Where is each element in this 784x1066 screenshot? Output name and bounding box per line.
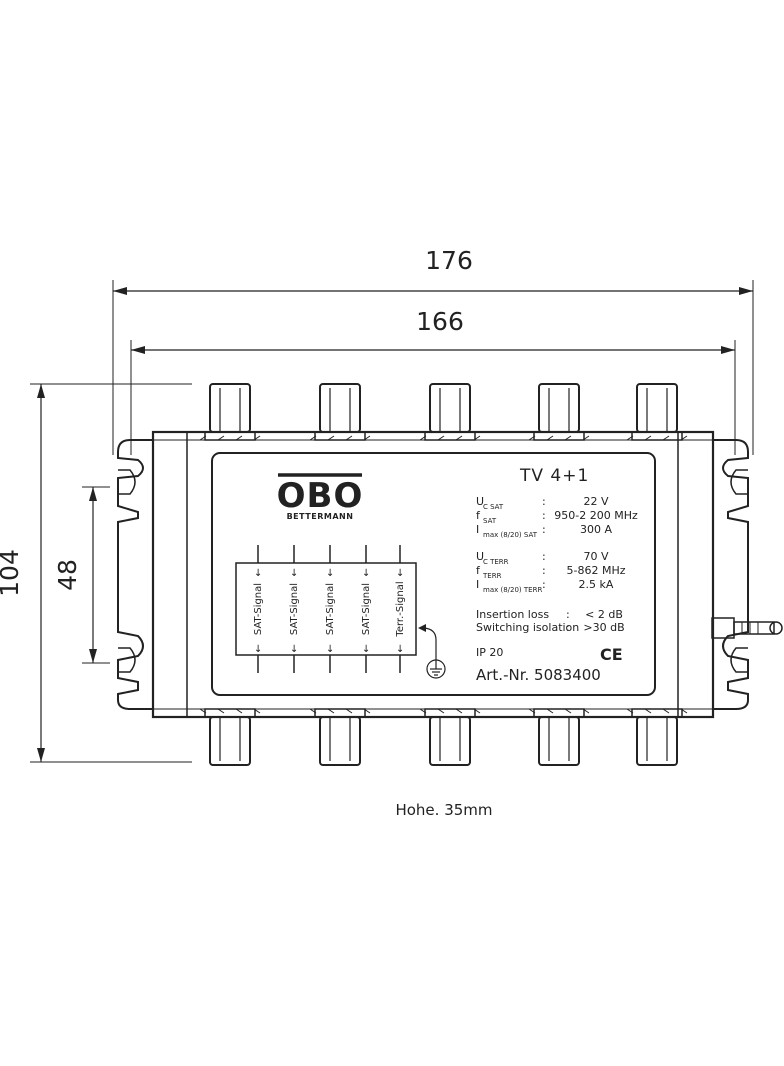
dimension-104: 104	[0, 383, 192, 763]
obo-logo: OBO BETTERMANN	[277, 473, 364, 521]
loss-value: < 2 dB	[585, 608, 623, 621]
signal-channels: ↓ ↓ SAT-Signal ↓ ↓ SAT-Signal ↓ ↓ SAT-Signal ↓ ↓ SA…	[253, 545, 406, 673]
arrow-down-icon: ↓	[254, 568, 262, 579]
arrow-down-icon: ↓	[396, 644, 404, 655]
spec-value: 300 A	[580, 523, 612, 536]
spec-symbol: f	[476, 564, 481, 577]
logo-brand: OBO	[277, 476, 364, 516]
signal-label: SAT-Signal	[289, 583, 300, 635]
spec-subscript: max (8/20) TERR	[483, 586, 542, 594]
f-connector-bottom	[309, 708, 371, 766]
f-connector-top	[528, 383, 590, 441]
f-connector-top	[309, 383, 371, 441]
dimension-166: 166	[130, 307, 736, 455]
signal-label: Terr.-Signal	[395, 581, 406, 637]
loss-row: Switching isolation: >30 dB	[476, 621, 625, 634]
ground-terminal	[711, 617, 783, 639]
spec-colon: :	[542, 523, 546, 536]
spec-symbol: U	[476, 550, 484, 563]
spec-subscript: TERR	[482, 572, 502, 580]
spec-colon: :	[542, 509, 546, 522]
dimension-104-label: 104	[0, 549, 24, 597]
spec-symbol: U	[476, 495, 484, 508]
f-connector-bottom	[419, 708, 481, 766]
arrow-down-icon: ↓	[254, 644, 262, 655]
spec-row: UC SAT: 22 V	[476, 495, 609, 511]
arrow-down-icon: ↓	[326, 568, 334, 579]
signal-channel: ↓ ↓ SAT-Signal	[253, 545, 264, 673]
arrow-down-icon: ↓	[362, 644, 370, 655]
f-connector-top	[626, 383, 688, 441]
spec-value: 950-2 200 MHz	[554, 509, 638, 522]
spec-row: UC TERR: 70 V	[476, 550, 609, 566]
loss-label: Switching isolation	[476, 621, 579, 634]
ip-rating: IP 20	[476, 646, 503, 659]
loss-colon: :	[566, 621, 570, 634]
spec-symbol: I	[476, 578, 479, 591]
f-connector-top	[419, 383, 481, 441]
spec-value: 22 V	[583, 495, 608, 508]
dimension-48-label: 48	[53, 559, 82, 591]
f-connector-bottom	[626, 708, 688, 766]
arrow-down-icon: ↓	[362, 568, 370, 579]
dimension-48: 48	[53, 486, 110, 664]
f-connector-bottom	[199, 708, 261, 766]
arrow-down-icon: ↓	[396, 568, 404, 579]
loss-colon: :	[566, 608, 570, 621]
spec-symbol: I	[476, 523, 479, 536]
spec-subscript: C TERR	[483, 558, 509, 566]
signal-block: ↓ ↓ SAT-Signal ↓ ↓ SAT-Signal ↓ ↓ SAT-Signal ↓ ↓ SA…	[235, 545, 446, 679]
spec-value: 2.5 kA	[579, 578, 614, 591]
spec-subscript: SAT	[483, 517, 497, 525]
loss-label: Insertion loss	[476, 608, 549, 621]
dimension-166-label: 166	[416, 307, 464, 336]
arrow-down-icon: ↓	[290, 644, 298, 655]
dimension-176: 176	[112, 246, 754, 455]
loss-value: >30 dB	[583, 621, 624, 634]
model-name: TV 4+1	[519, 466, 589, 486]
connectors-top	[199, 383, 688, 441]
spec-subscript: max (8/20) SAT	[483, 531, 538, 539]
connectors-bottom	[199, 708, 688, 766]
spec-symbol: f	[476, 509, 481, 522]
spec-value: 70 V	[583, 550, 608, 563]
spec-colon: :	[542, 550, 546, 563]
ce-mark: CE	[600, 645, 623, 664]
spec-colon: :	[542, 578, 546, 591]
spec-subscript: C SAT	[483, 503, 504, 511]
spec-colon: :	[542, 495, 546, 508]
signal-label: SAT-Signal	[325, 583, 336, 635]
signal-channel: ↓ ↓ SAT-Signal	[361, 545, 372, 673]
signal-label: SAT-Signal	[361, 583, 372, 635]
arrow-down-icon: ↓	[290, 568, 298, 579]
housing	[117, 430, 783, 719]
loss-row: Insertion loss: < 2 dB	[476, 608, 623, 621]
article-number: Art.-Nr. 5083400	[476, 666, 601, 684]
logo-sub: BETTERMANN	[287, 512, 354, 521]
arrow-down-icon: ↓	[326, 644, 334, 655]
dimension-176-label: 176	[425, 246, 473, 275]
spec-colon: :	[542, 564, 546, 577]
f-connector-bottom	[528, 708, 590, 766]
spec-value: 5-862 MHz	[567, 564, 626, 577]
signal-channel: ↓ ↓ SAT-Signal	[289, 545, 300, 673]
f-connector-top	[199, 383, 261, 441]
signal-channel: ↓ ↓ SAT-Signal	[325, 545, 336, 673]
signal-channel: ↓ ↓ Terr.-Signal	[395, 545, 406, 673]
depth-note: Hohe. 35mm	[395, 801, 492, 819]
signal-label: SAT-Signal	[253, 583, 264, 635]
